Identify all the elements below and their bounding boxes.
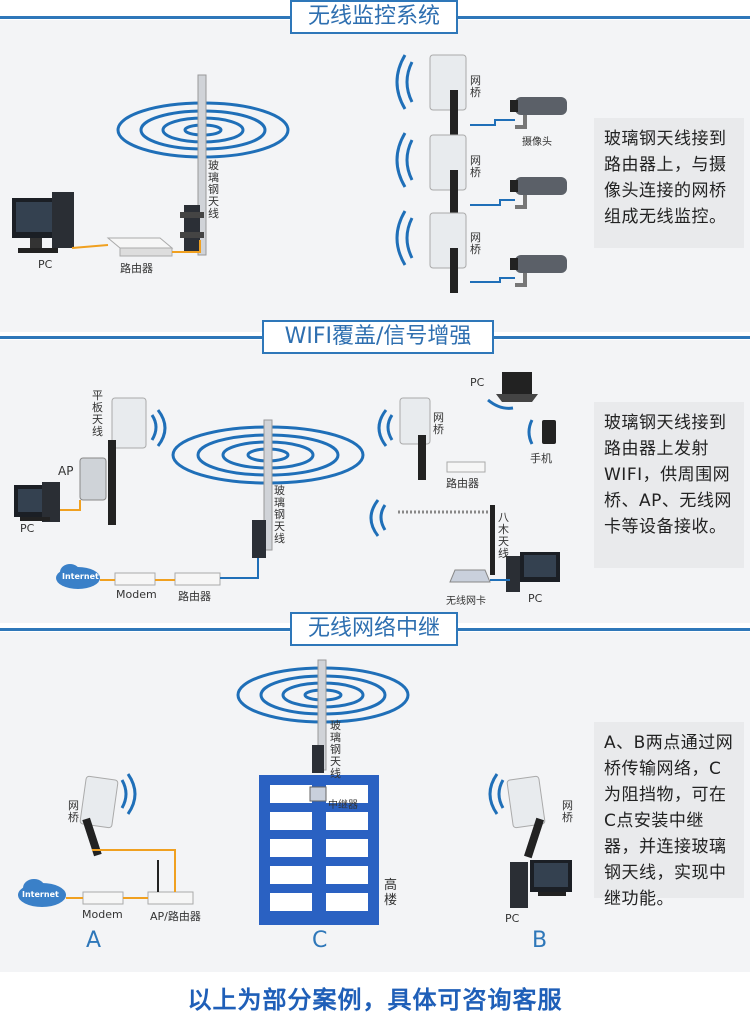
s3-point-b: B — [532, 928, 548, 953]
s3-repeater-label: 中继器 — [328, 800, 358, 811]
s1-antenna-label: 玻璃钢天线 — [208, 159, 219, 220]
s3-building-label: 高楼 — [384, 878, 398, 908]
s3-building — [259, 775, 379, 925]
camera-icon-3 — [510, 255, 567, 287]
bridge-icon-1 — [395, 54, 467, 135]
s3-bridge-b-icon — [488, 773, 546, 859]
s3-ap-router-label: AP/路由器 — [150, 910, 201, 923]
s2-modem-label: Modem — [116, 588, 157, 601]
s2-laptop-pc-label: PC — [470, 376, 485, 389]
s1-cameras — [510, 97, 567, 287]
s2-internet-cloud-icon — [56, 564, 100, 589]
s1-router-icon — [106, 237, 174, 257]
s1-bridge-label-1: 网桥 — [470, 74, 481, 99]
s2-wifi-card-icon — [449, 569, 491, 583]
s2-laptop-icon — [487, 372, 538, 410]
s3-point-a: A — [86, 928, 102, 953]
s2-tablet-antenna-label: 平板天线 — [92, 389, 103, 438]
s2-note: 玻璃钢天线接到路由器上发射WIFI，供周围网桥、AP、无线网卡等设备接收。 — [594, 402, 744, 568]
s2-router2-label: 路由器 — [446, 477, 479, 490]
s3-antenna-label: 玻璃钢天线 — [330, 719, 341, 780]
s2-antenna-label: 玻璃钢天线 — [274, 484, 285, 545]
s1-router-label: 路由器 — [120, 262, 153, 275]
s3-fiberglass-antenna-icon — [312, 659, 327, 773]
s3-bridge-a-label: 网桥 — [68, 799, 79, 824]
s2-yagi-label: 八木天线 — [498, 511, 509, 560]
s2-phone-icon — [527, 419, 556, 445]
s3-bridge-b-label: 网桥 — [562, 799, 573, 824]
s2-bridge-label: 网桥 — [433, 411, 444, 436]
s2-tablet-antenna-icon — [108, 397, 167, 525]
footer-text: 以上为部分案例，具体可咨询客服 — [187, 986, 563, 1014]
camera-icon-2 — [510, 177, 567, 209]
s3-pc-icon — [510, 860, 572, 908]
s1-bridge-label-3: 网桥 — [470, 231, 481, 256]
s2-ap-label: AP — [58, 464, 74, 478]
s2-pc2-icon — [506, 552, 560, 592]
s1-bridges — [395, 54, 467, 293]
s3-bridge-a-icon — [79, 773, 137, 857]
s3-modem-icon — [82, 891, 124, 905]
s2-internet-label: Internet — [62, 572, 99, 581]
s1-bridge-label-2: 网桥 — [470, 154, 481, 179]
s2-router-icon — [174, 572, 221, 586]
s2-pc-icon — [14, 482, 60, 522]
section2-title: WIFI覆盖/信号增强 — [262, 320, 494, 354]
section1-title: 无线监控系统 — [290, 0, 458, 34]
s1-pc-icon — [12, 192, 74, 253]
s2-router-label: 路由器 — [178, 590, 211, 603]
s1-fiberglass-antenna-icon — [180, 74, 207, 256]
s2-modem-icon — [114, 572, 156, 586]
s2-phone-label: 手机 — [530, 452, 552, 465]
s1-camera-label: 摄像头 — [522, 137, 552, 148]
s2-pc-label: PC — [20, 522, 35, 535]
s2-bridge-icon — [377, 397, 431, 480]
bridge-icon-3 — [395, 210, 467, 293]
s1-pc-label: PC — [38, 258, 53, 271]
s3-ap-router-icon — [147, 860, 194, 905]
s3-point-c: C — [312, 928, 328, 953]
s3-pc-label: PC — [505, 912, 520, 925]
s3-internet-label: Internet — [22, 890, 59, 899]
s2-pc2-label: PC — [528, 592, 543, 605]
s2-router2-icon — [446, 461, 486, 473]
s3-modem-label: Modem — [82, 908, 123, 921]
camera-icon-1 — [510, 97, 567, 129]
s2-fiberglass-antenna-icon — [252, 419, 273, 558]
s1-note: 玻璃钢天线接到路由器上，与摄像头连接的网桥组成无线监控。 — [594, 118, 744, 248]
s3-internet-cloud-icon — [18, 879, 66, 907]
s2-ap-icon — [79, 457, 107, 501]
bridge-icon-2 — [395, 132, 467, 215]
s2-wifi-card-label: 无线网卡 — [446, 596, 486, 607]
s2-yagi-antenna-icon — [369, 499, 495, 575]
s3-note: A、B两点通过网桥传输网络，C为阻挡物，可在C点安装中继器，并连接玻璃钢天线，实… — [594, 722, 744, 909]
section3-title: 无线网络中继 — [290, 612, 458, 646]
